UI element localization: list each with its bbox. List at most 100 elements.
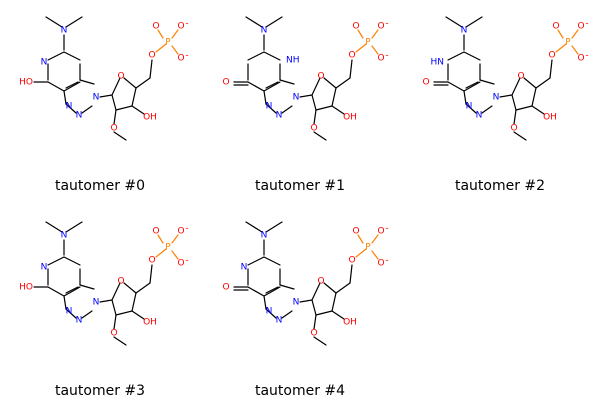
ring-bond: [263, 256, 281, 266]
ring-bond: [63, 286, 81, 297]
phosphate-bond: [171, 250, 179, 260]
ring-bond: [281, 105, 293, 114]
ch2-bond: [149, 59, 153, 79]
n-atom-label: N: [276, 111, 283, 121]
tautomer-caption: tautomer #2: [454, 178, 546, 194]
phosphorus-label: P: [565, 38, 571, 48]
ring-bond: [47, 256, 65, 266]
ring-bond: [447, 81, 465, 92]
ch2-bond: [549, 59, 553, 79]
ring-bond: [331, 292, 337, 312]
glycosidic-bond: [299, 94, 313, 98]
ring-bond: [131, 292, 137, 312]
methyl-bond: [65, 221, 83, 233]
n-atom-label: N: [293, 93, 300, 103]
phosphorus-label: P: [165, 38, 171, 48]
phosphate-double-bond: [357, 29, 364, 39]
ring-bond: [81, 310, 93, 319]
nh-atom-label: NH: [286, 56, 300, 66]
phosphate-bond: [155, 43, 167, 53]
n-atom-label: N: [41, 58, 48, 68]
phosphate-double-bond: [157, 29, 164, 39]
methyl-bond: [313, 131, 327, 141]
n-atom-label: N: [61, 231, 68, 241]
phosphate-double-bond: [357, 234, 364, 244]
oxygen-label: O: [577, 54, 584, 64]
phosphate-double-bond: [557, 29, 564, 39]
phosphate-bond: [555, 43, 567, 53]
ch2-bond: [535, 77, 551, 89]
oxygen-label: O: [377, 259, 384, 269]
methyl-bond: [313, 336, 327, 346]
ring-bond: [279, 284, 295, 290]
n-atom-label: N: [241, 263, 248, 273]
oxygen-label: O: [177, 54, 184, 64]
ring-bond: [65, 308, 77, 319]
ring-bond: [311, 299, 317, 316]
ring-bond: [465, 103, 477, 114]
oxygen-label: OH: [343, 318, 357, 328]
ring-bond: [463, 81, 481, 92]
oxygen-label: O: [117, 277, 124, 287]
phosphate-bond: [171, 234, 179, 244]
phosphorus-label: P: [365, 38, 371, 48]
hydroxyl-bond: [331, 105, 345, 115]
ring-bond: [279, 79, 295, 85]
ring-bond: [263, 90, 267, 105]
ring-bond: [463, 51, 481, 61]
oxygen-label: O: [310, 124, 317, 134]
oxygen-label: O: [177, 259, 184, 269]
n-atom-label: N: [66, 307, 73, 317]
n-atom-label: N: [276, 316, 283, 326]
glycosidic-bond: [99, 94, 113, 98]
methoxy-bond: [113, 314, 117, 330]
ring-bond: [311, 77, 321, 96]
ring-bond: [523, 77, 537, 89]
phosphate-bond: [355, 248, 367, 258]
ring-double-bond: [265, 286, 279, 294]
oxygen-label: O: [222, 78, 229, 88]
oxygen-label: O: [377, 54, 384, 64]
n-atom-label: N: [266, 307, 273, 317]
charge-label: -: [385, 51, 388, 61]
ring-bond: [531, 87, 537, 107]
methyl-bond: [265, 16, 283, 28]
ch2-bond: [349, 264, 353, 284]
oxygen-label: O: [317, 72, 324, 82]
phosphate-bond: [571, 29, 579, 39]
oxygen-label: O: [222, 283, 229, 293]
oxygen-label: O: [117, 72, 124, 82]
ring-bond: [331, 87, 337, 107]
hydroxyl-bond: [131, 310, 145, 320]
n-atom-label: N: [466, 102, 473, 112]
tautomer-caption: tautomer #1: [254, 178, 346, 194]
ring-bond: [281, 310, 293, 319]
ring-bond: [111, 77, 121, 96]
ring-bond: [63, 81, 81, 92]
ring-bond: [263, 51, 281, 61]
oxygen-label: O: [517, 72, 524, 82]
oxygen-label: O: [377, 22, 384, 32]
ch2-bond: [135, 282, 151, 294]
methoxy-bond: [513, 109, 517, 125]
ring-bond: [79, 284, 95, 290]
ch2-bond: [349, 59, 353, 79]
oxygen-label: O: [510, 124, 517, 134]
ring-bond: [323, 282, 337, 294]
oxygen-label: O: [577, 22, 584, 32]
ring-bond: [81, 105, 93, 114]
nh-atom-label: HN: [431, 58, 445, 68]
phosphate-bond: [371, 45, 379, 55]
charge-label: -: [385, 224, 388, 234]
ring-bond: [323, 77, 337, 89]
methoxy-bond: [313, 314, 317, 330]
oxygen-label: OH: [343, 113, 357, 123]
ring-bond: [111, 282, 121, 301]
ring-bond: [511, 94, 517, 111]
charge-label: -: [185, 51, 188, 61]
n-atom-label: N: [293, 298, 300, 308]
oxygen-label: HO: [19, 283, 33, 293]
hydroxyl-bond: [131, 105, 145, 115]
